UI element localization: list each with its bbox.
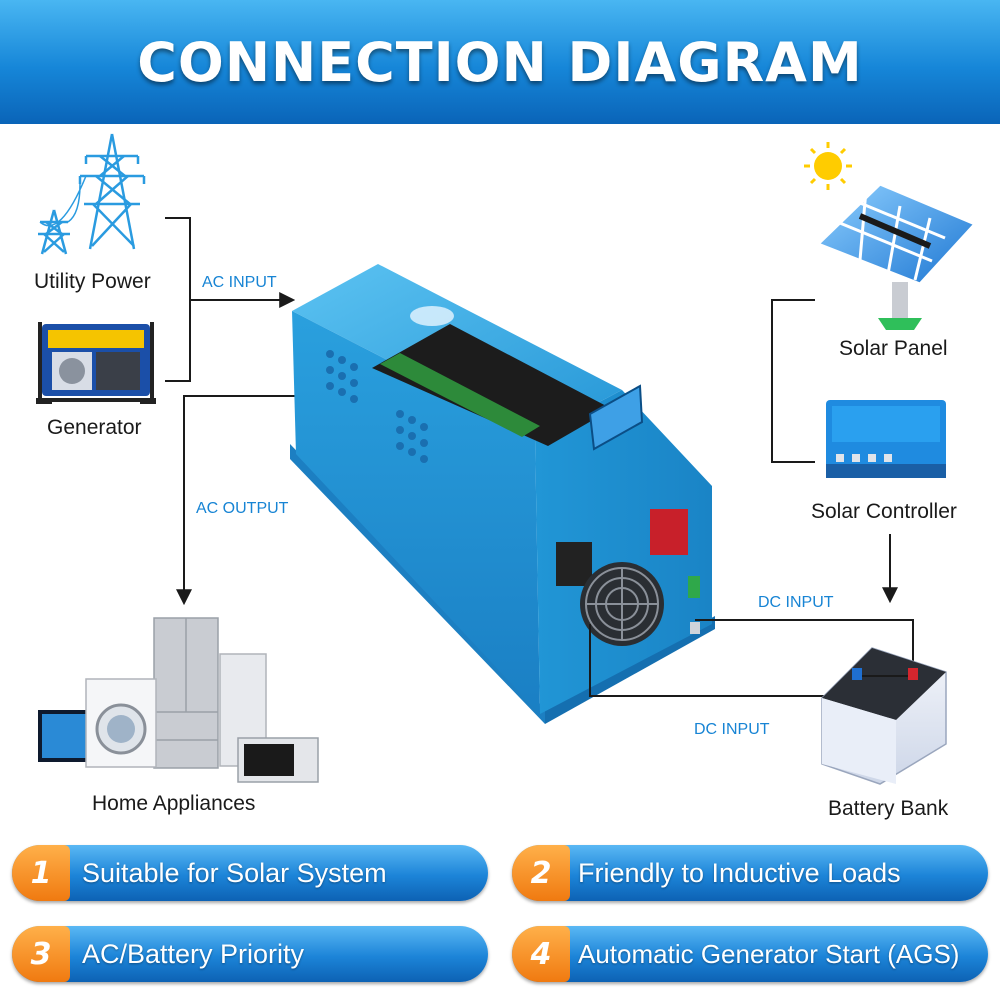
power-tower-icon <box>38 133 146 255</box>
dc-line-negative <box>589 624 858 697</box>
page-title: CONNECTION DIAGRAM <box>137 30 863 94</box>
generator-label: Generator <box>47 416 142 439</box>
feature-item-1: 1 Suitable for Solar System <box>12 845 488 901</box>
sun-icon <box>804 142 852 190</box>
battery-bank-label: Battery Bank <box>828 797 949 820</box>
solar-controller-label: Solar Controller <box>811 500 957 523</box>
home-appliances-label: Home Appliances <box>92 792 256 815</box>
battery-bank-icon <box>821 647 947 785</box>
feature-item-3: 3 AC/Battery Priority <box>12 926 488 982</box>
feature-text: Suitable for Solar System <box>82 857 387 888</box>
solar-bracket <box>771 299 815 463</box>
home-appliances-icon <box>38 617 319 783</box>
connection-diagram: Utility Power Generator Home Appliances … <box>0 124 1000 840</box>
dc-input-inverter-label: DC INPUT <box>694 721 770 738</box>
feature-text: Friendly to Inductive Loads <box>578 857 901 888</box>
ac-output-label: AC OUTPUT <box>196 500 289 517</box>
ac-output-arrow <box>176 395 296 606</box>
solar-panel-label: Solar Panel <box>839 337 948 360</box>
feature-text: AC/Battery Priority <box>82 938 305 969</box>
header-banner: CONNECTION DIAGRAM <box>0 0 1000 124</box>
solar-panel-icon <box>815 182 978 330</box>
dc-line-positive <box>695 619 914 669</box>
ac-input-label: AC INPUT <box>202 274 277 291</box>
feature-number: 3 <box>12 926 70 982</box>
feature-item-2: 2 Friendly to Inductive Loads <box>512 845 988 901</box>
feature-number: 4 <box>512 926 570 982</box>
solar-controller-icon <box>826 400 946 478</box>
ac-input-bracket <box>165 217 191 382</box>
generator-icon <box>36 322 156 404</box>
diagram-drawing <box>36 133 978 785</box>
utility-power-label: Utility Power <box>34 270 151 293</box>
feature-item-4: 4 Automatic Generator Start (AGS) <box>512 926 988 982</box>
inverter-unit <box>290 264 715 724</box>
feature-number: 2 <box>512 845 570 901</box>
feature-number: 1 <box>12 845 70 901</box>
feature-text: Automatic Generator Start (AGS) <box>578 938 960 969</box>
dc-input-controller-label: DC INPUT <box>758 594 834 611</box>
